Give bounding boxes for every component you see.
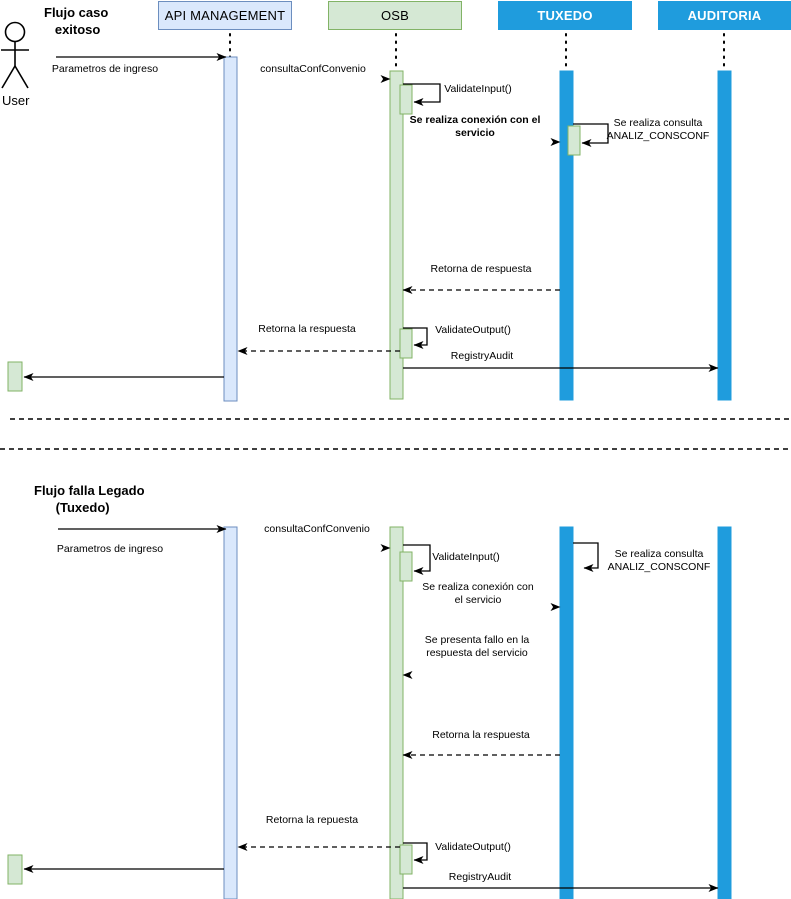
nested-activation-osb-validateinput-flow1 [399, 84, 413, 115]
participant-label: AUDITORIA [687, 8, 762, 23]
flow-title-exitoso: Flujo caso exitoso [44, 5, 109, 37]
activation-bar-tuxedo-flow2 [559, 526, 574, 899]
user-return-activation-flow1 [7, 361, 23, 392]
activation-bar-osb-flow1 [389, 70, 404, 400]
flow-title-falla: Flujo falla Legado (Tuxedo) [34, 483, 145, 515]
message-label-parametros-de-ingreso-flow1: Parametros de ingreso [51, 63, 159, 75]
self-message-validateinput-flow1 [403, 83, 441, 106]
message-label-parametros-de-ingreso-flow2: Parametros de ingreso [56, 543, 164, 555]
self-message-analiz-consconf-flow1 [573, 123, 609, 147]
self-message-validateinput-flow2 [403, 544, 431, 575]
participant-header-tuxedo[interactable]: TUXEDO [498, 1, 632, 30]
activation-bar-api-management-flow2 [223, 526, 238, 899]
activation-bar-auditoria-flow1 [717, 70, 732, 401]
self-message-validateoutput-flow2 [403, 842, 428, 864]
activation-bar-auditoria-flow2 [717, 526, 732, 899]
actor-label-user: User [2, 93, 30, 108]
message-label-analiz-consconf-flow1: Se realiza consulta ANALIZ_CONSCONF [606, 117, 710, 142]
participant-header-auditoria[interactable]: AUDITORIA [658, 1, 791, 30]
activation-bar-api-management-flow1 [223, 56, 238, 402]
message-label-validateinput-flow2: ValidateInput() [432, 551, 500, 563]
participant-header-osb[interactable]: OSB [328, 1, 462, 30]
nested-activation-osb-validateoutput-flow2 [399, 844, 413, 875]
user-return-activation-flow2 [7, 854, 23, 885]
self-message-validateoutput-flow1 [403, 327, 428, 349]
actor-icon-user [1, 21, 29, 89]
self-message-analiz-consconf-flow2 [573, 542, 599, 572]
participant-label: TUXEDO [537, 8, 593, 23]
message-label-retorna-la-respuesta-flow1: Retorna la respuesta [258, 323, 356, 335]
lifeline-dotted-stubs-flow1 [229, 33, 725, 71]
message-label-consultaconfconvenio-flow1: consultaConfConvenio [260, 63, 366, 75]
activation-bar-osb-flow2 [389, 526, 404, 899]
message-label-registryaudit-flow2: RegistryAudit [448, 871, 512, 883]
message-label-conexion-servicio-flow2: Se realiza conexión con el servicio [422, 581, 534, 606]
message-label-validateoutput-flow2: ValidateOutput() [435, 841, 511, 853]
message-label-conexion-servicio-flow1: Se realiza conexión con el servicio [409, 114, 541, 139]
activation-bar-tuxedo-flow1 [559, 70, 574, 401]
message-label-retorna-la-respuesta-tuxedo-flow2: Retorna la respuesta [432, 729, 530, 741]
message-label-consultaconfconvenio-flow2: consultaConfConvenio [264, 523, 370, 535]
message-label-registryaudit-flow1: RegistryAudit [450, 350, 514, 362]
participant-header-api-management[interactable]: API MANAGEMENT [158, 1, 292, 30]
message-label-validateoutput-flow1: ValidateOutput() [435, 324, 511, 336]
message-label-validateinput-flow1: ValidateInput() [444, 83, 512, 95]
nested-activation-osb-validateinput-flow2 [399, 551, 413, 582]
message-label-retorna-de-respuesta-flow1: Retorna de respuesta [430, 263, 532, 275]
nested-activation-osb-validateoutput-flow1 [399, 328, 413, 359]
nested-activation-tuxedo-consulta-flow1 [567, 125, 581, 156]
message-label-analiz-consconf-flow2: Se realiza consulta ANALIZ_CONSCONF [607, 548, 711, 573]
participant-label: API MANAGEMENT [164, 8, 286, 23]
message-label-retorna-la-repuesta-flow2: Retorna la repuesta [265, 814, 359, 826]
participant-label: OSB [380, 8, 410, 23]
message-label-fallo-respuesta-servicio-flow2: Se presenta fallo en la respuesta del se… [424, 634, 530, 659]
